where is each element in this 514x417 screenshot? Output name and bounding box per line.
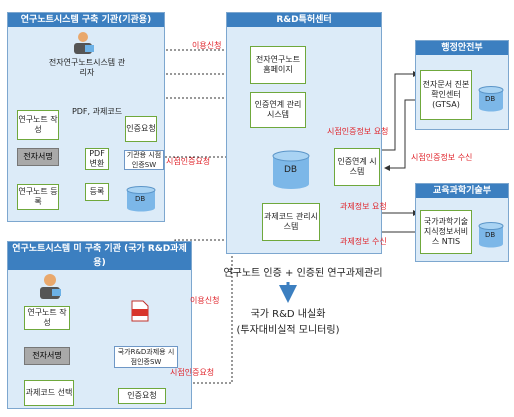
code-mgmt-box: 과제코드 관리시스템 [262, 203, 320, 241]
gtsa-db-label: DB [485, 95, 496, 103]
pdf-convert: PDF변환 [85, 148, 109, 170]
pdf-code-label: PDF, 과제코드 [71, 107, 123, 116]
flow-task-info-receive: 과제정보 수신 [340, 237, 387, 246]
auth-request-box: 인증요청 [125, 116, 157, 142]
panel-national-title: 연구노트시스템 미 구축 기관 (국가 R&D과제용) [8, 242, 191, 270]
ntis-box: 국가과학기술 지식정보서비스 NTIS [420, 210, 472, 254]
panel-mest-title: 교육과학기술부 [416, 184, 508, 198]
center-headline: 연구노트 인증 + 인증된 연구과제관리 [223, 268, 383, 279]
agency-db: DB [126, 186, 156, 212]
panel-agency-title: 연구노트시스템 구축 기관(기관용) [8, 13, 164, 27]
b-auth-request: 인증요청 [118, 388, 166, 404]
auth-link-box: 인증연계 시스템 [334, 148, 380, 186]
flow-timestamp-request-mid: 시점인증요청 [166, 157, 211, 166]
flow-timestamp-info-request: 시점인증정보 요청 [327, 127, 389, 136]
admin-label: 전자연구노트시스템 관리자 [48, 58, 126, 77]
b-step-sign: 전자서명 [24, 347, 70, 365]
center-db-label: DB [284, 165, 298, 175]
panel-center-title: R&D특허센터 [227, 13, 381, 27]
auth-mgmt-box: 인증연계 관리시스템 [250, 92, 306, 128]
arrow-from-gtsa [384, 99, 418, 171]
national-sw-box: 국가R&D과제용 시점인증SW [114, 346, 178, 368]
result-line-1: 국가 R&D 내실화 [250, 309, 326, 320]
agency-sw-box: 기관용 시점인증SW [124, 150, 164, 170]
step-sign: 전자서명 [17, 148, 59, 166]
ntis-db-label: DB [485, 231, 496, 239]
center-db: DB [272, 150, 310, 190]
register-box: 등록 [85, 183, 109, 201]
gtsa-box: 전자문서 진본확인센터 (GTSA) [420, 70, 472, 120]
flow-use-apply-bottom: 이용신청 [190, 296, 220, 305]
user-icon [38, 273, 62, 299]
agency-db-label: DB [135, 195, 146, 203]
flow-timestamp-request-bottom: 시점인증요청 [170, 368, 215, 377]
b-step-code: 과제코드 선택 [24, 380, 74, 406]
flow-task-info-request: 과제정보 요청 [340, 202, 387, 211]
arrow-to-gtsa [380, 71, 419, 151]
b-step-write: 연구노트 작성 [24, 306, 70, 330]
pdf-icon [130, 300, 150, 322]
result-line-2: (투자대비실적 모니터링) [236, 325, 340, 336]
flow-use-apply-top: 이용신청 [192, 41, 222, 50]
step-write: 연구노트 작성 [17, 110, 59, 140]
ntis-db: DB [478, 222, 504, 248]
step-register: 연구노트 등록 [17, 184, 59, 210]
gtsa-db: DB [478, 86, 504, 112]
admin-user-icon [72, 31, 94, 55]
flow-timestamp-info-receive: 시점인증정보 수신 [411, 153, 473, 162]
homepage-box: 전자연구노트 홈페이지 [250, 46, 306, 84]
panel-mois-title: 행정안전부 [416, 41, 508, 55]
